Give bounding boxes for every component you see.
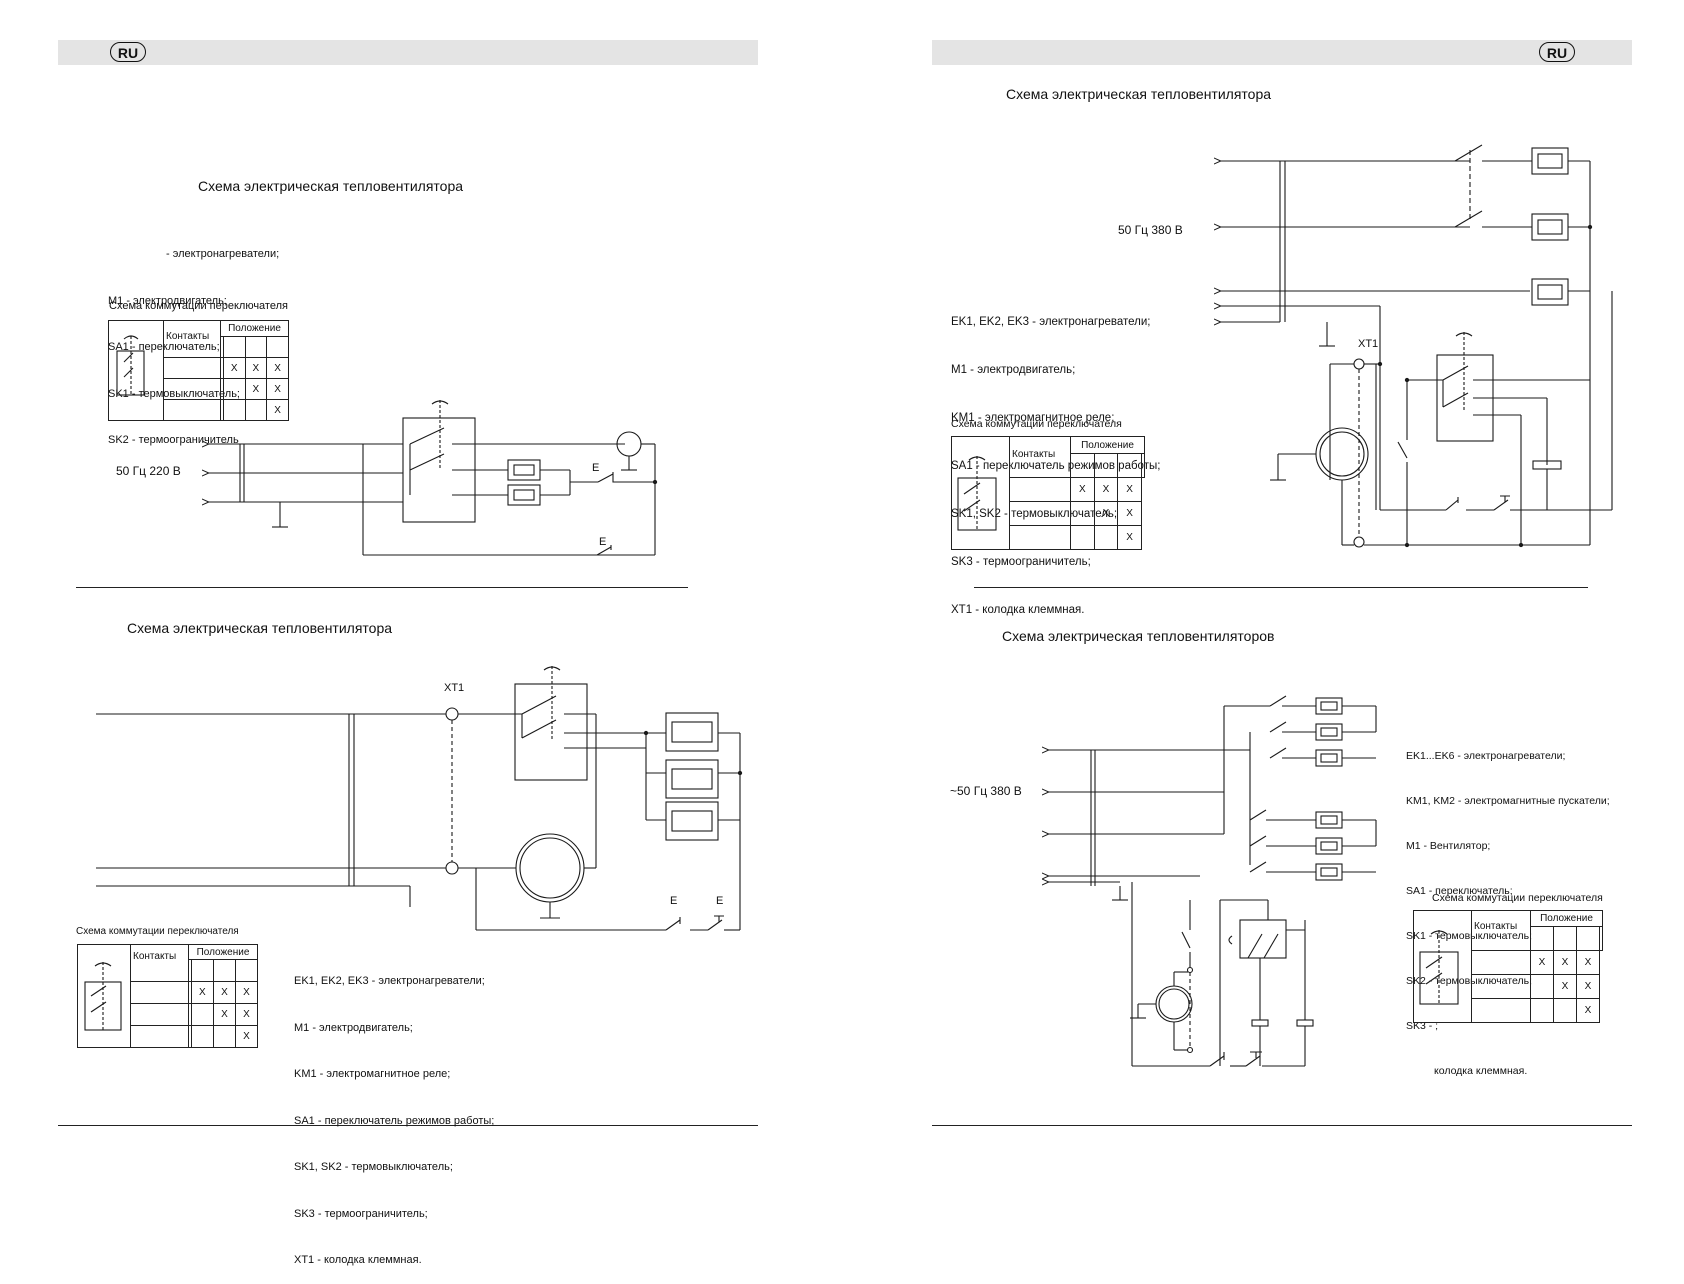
table-cell: X (1575, 998, 1600, 1023)
legend-line: M1 - электродвигатель; (294, 1021, 413, 1034)
diagram4-frequency: ~50 Гц 380 В (950, 784, 1022, 798)
legend-line: XT1 - колодка клеммная. (294, 1254, 422, 1266)
left-separator (76, 587, 688, 588)
switch-symbol-icon (957, 456, 997, 531)
diagram3-switch-title: Схема коммутации переключателя (951, 418, 1122, 430)
legend-line: KM1 - электромагнитное реле; (294, 1068, 451, 1080)
right-header-bar (932, 40, 1632, 65)
table-cell: X (1070, 477, 1095, 502)
legend-line: - электронагреватели; (166, 248, 280, 260)
table-cell: X (1575, 950, 1600, 975)
legend-line: SK3 - термоограничитель; (294, 1207, 428, 1220)
diagram3-title: Схема электрическая тепловентилятора (1006, 86, 1272, 102)
table-cell: X (1117, 525, 1142, 550)
table-cell (190, 1025, 214, 1048)
left-header-bar (58, 40, 758, 65)
table-cell: X (234, 1025, 259, 1048)
contacts-header: Контакты (130, 944, 189, 982)
switch-symbol-icon (116, 335, 145, 396)
left-footer-line (58, 1125, 758, 1126)
legend-line: EK1...EK6 - электронагреватели; (1406, 750, 1566, 762)
legend-line: SK1, SK2 - термовыключатель; (294, 1161, 453, 1173)
left-language-badge: RU (110, 42, 146, 62)
legend-line: M1 - электродвигатель; (108, 294, 227, 307)
diagram2-title: Схема электрическая тепловентилятора (127, 620, 393, 636)
legend-line: M1 - Вентилятор; (1406, 840, 1491, 852)
table-cell: X (234, 1003, 259, 1026)
contacts-header: Контакты (1009, 436, 1071, 478)
legend-line: M1 - электродвигатель; (951, 364, 1076, 376)
diagram4-title: Схема электрическая тепловентиляторов (1002, 628, 1275, 644)
legend-line: SK3 - ; (1406, 1020, 1439, 1032)
diagram2-label-e2: E (716, 895, 724, 907)
diagram1-label-e1: E (592, 462, 600, 474)
diagram2-switch-title: Схема коммутации переключателя (76, 926, 239, 937)
legend-line: SA1 - переключатель; (1406, 885, 1513, 897)
legend-line: колодка клеммная. (1434, 1065, 1528, 1077)
switch-symbol-icon (84, 962, 122, 1031)
legend-line: EK1, EK2, EK3 - электронагреватели; (951, 316, 1151, 328)
table-cell: X (266, 378, 289, 400)
diagram2-schematic (84, 666, 743, 1031)
contacts-header: Контакты (1471, 910, 1531, 951)
legend-line: SK3 - термоограничитель; (951, 556, 1091, 568)
legend-line: SK2 - термоограничитель (108, 434, 239, 446)
diagram1-label-e2: E (599, 536, 607, 548)
switch-symbol-icon (1419, 930, 1459, 1005)
right-language-badge: RU (1539, 42, 1575, 62)
table-cell: X (266, 399, 289, 421)
schematics-drawing (84, 144, 1613, 1067)
contacts-header: Контакты (163, 320, 221, 358)
legend-line: EK1, EK2, EK3 - электронагреватели; (294, 975, 485, 987)
diagram4-schematic (1048, 695, 1459, 1067)
right-footer-line (932, 1125, 1632, 1126)
diagram1-schematic (116, 335, 658, 556)
diagram3-schematic (957, 144, 1613, 548)
diagram3-terminal-label: XT1 (1358, 338, 1379, 350)
legend-line: XT1 - колодка клеммная. (951, 604, 1085, 616)
legend-line: KM1 - электромагнитное реле; (951, 412, 1115, 424)
diagram3-frequency: 50 Гц 380 В (1118, 223, 1183, 237)
diagram1-frequency: 50 Гц 220 В (116, 464, 181, 478)
diagram1-switch-title: Схема коммутации переключателя (109, 300, 288, 312)
diagram2-label-e1: E (670, 895, 678, 907)
legend-line: SA1 - переключатель режимов работы; (294, 1114, 495, 1127)
diagram4-switch-title: Схема коммутации переключателя (1432, 892, 1603, 904)
right-separator (974, 587, 1588, 588)
legend-line: KM1, KM2 - электромагнитные пускатели; (1406, 795, 1610, 807)
diagram2-terminal-label: XT1 (444, 682, 465, 694)
diagram1-title: Схема электрическая тепловентилятора (198, 178, 464, 194)
